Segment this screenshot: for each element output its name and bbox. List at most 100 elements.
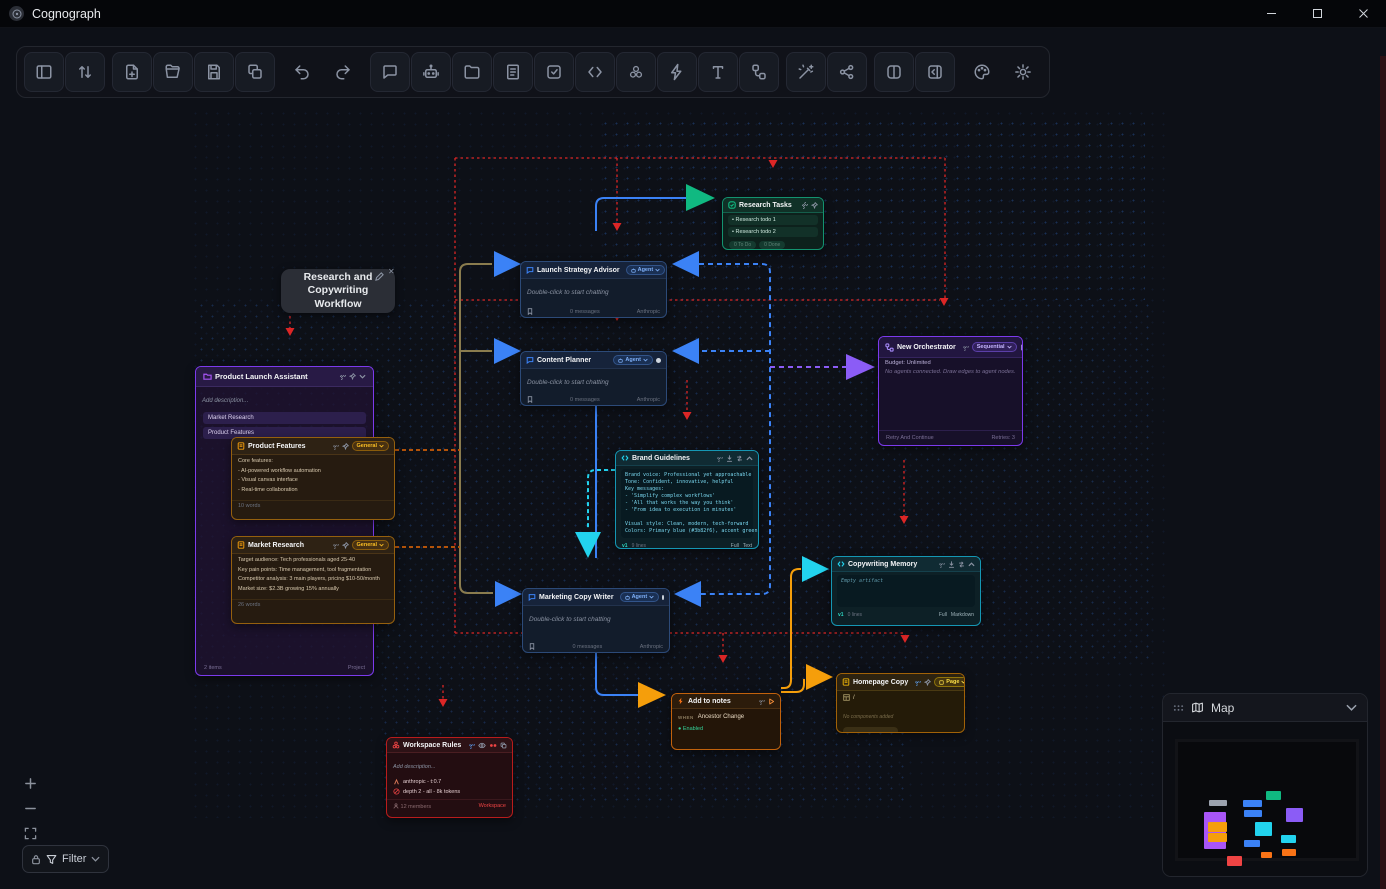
ai-assist-button[interactable] <box>785 52 826 92</box>
edge-notes-to-agents[interactable] <box>459 263 493 594</box>
link-icon[interactable] <box>716 455 723 462</box>
bookmark-icon[interactable] <box>529 643 535 650</box>
pin-icon[interactable] <box>349 373 356 380</box>
copy-icon[interactable] <box>500 742 507 749</box>
node-homepage-copy[interactable]: Homepage Copy Page / No components added… <box>836 673 965 733</box>
edge-advisor-to-tasks[interactable] <box>595 197 686 231</box>
node-brand-guidelines[interactable]: Brand Guidelines Brand voice: Profession… <box>615 450 759 549</box>
note-content[interactable]: Core features: - AI-powered workflow aut… <box>238 458 321 493</box>
node-add-to-notes[interactable]: Add to notes WHEN Ancestor Change ● Enab… <box>671 693 781 750</box>
node-research-tasks[interactable]: Research Tasks • Research todo 1 • Resea… <box>722 197 824 250</box>
sort-order-button[interactable] <box>64 52 105 92</box>
task-item[interactable]: • Research todo 1 <box>728 215 818 225</box>
duplicate-button[interactable] <box>234 52 275 92</box>
chat-prompt-area[interactable]: Double-click to start chatting <box>527 289 609 296</box>
edge-guidelines-to-writer[interactable] <box>587 469 615 530</box>
chevron-up-icon[interactable] <box>746 455 753 461</box>
bookmark-icon[interactable] <box>527 308 533 315</box>
edit-pencil-icon[interactable] <box>375 272 384 281</box>
eye-icon[interactable] <box>478 742 486 749</box>
link-icon[interactable] <box>468 742 475 749</box>
link-icon[interactable] <box>914 679 922 686</box>
add-note-node-button[interactable] <box>492 52 533 92</box>
node-product-features[interactable]: Product Features General Core features: … <box>231 437 395 520</box>
view-full-button[interactable]: Full <box>730 543 739 549</box>
diff-icon[interactable] <box>958 561 965 568</box>
add-component-button[interactable] <box>843 727 898 732</box>
add-trigger-node-button[interactable] <box>656 52 697 92</box>
download-icon[interactable] <box>726 454 733 462</box>
drag-handle-icon[interactable] <box>1173 704 1184 712</box>
run-icon[interactable] <box>1020 344 1022 351</box>
fit-view-button[interactable] <box>20 823 41 844</box>
link-icon[interactable] <box>332 542 339 549</box>
container-item[interactable]: Market Research <box>203 412 366 424</box>
note-type-badge[interactable]: General <box>351 540 389 550</box>
pin-icon[interactable] <box>811 201 818 209</box>
rule-item[interactable]: anthropic - t:0.7 <box>393 778 506 785</box>
pin-icon[interactable] <box>924 678 932 686</box>
link-icon[interactable] <box>962 344 969 351</box>
open-folder-button[interactable] <box>152 52 193 92</box>
add-folder-node-button[interactable] <box>451 52 492 92</box>
add-chat-node-button[interactable] <box>369 52 410 92</box>
theme-palette-button[interactable] <box>962 52 1002 92</box>
diff-icon[interactable] <box>736 455 743 462</box>
node-launch-strategy-advisor[interactable]: Launch Strategy Advisor Agent Double-cli… <box>520 261 667 318</box>
link-icon[interactable] <box>758 698 765 705</box>
add-text-node-button[interactable] <box>697 52 738 92</box>
collapse-panel-button[interactable] <box>914 52 955 92</box>
add-agent-node-button[interactable] <box>410 52 451 92</box>
edge-note-outputs[interactable] <box>395 449 460 548</box>
add-rules-node-button[interactable] <box>615 52 656 92</box>
save-button[interactable] <box>193 52 234 92</box>
minimize-button[interactable] <box>1248 0 1294 28</box>
agent-badge[interactable]: Agent <box>613 355 653 365</box>
format-label[interactable]: Text <box>742 543 752 549</box>
bookmark-icon[interactable] <box>527 396 533 403</box>
maximize-button[interactable] <box>1294 0 1340 28</box>
view-full-button[interactable]: Full <box>938 612 947 618</box>
page-path[interactable]: / <box>853 694 855 701</box>
trigger-condition[interactable]: Ancestor Change <box>697 714 745 720</box>
chat-prompt-area[interactable]: Double-click to start chatting <box>529 616 611 623</box>
container-item[interactable]: Product Features <box>203 427 366 439</box>
minimap-panel[interactable]: Map <box>1162 693 1368 877</box>
edge-trigger-to-memory[interactable] <box>781 568 801 689</box>
pin-icon[interactable] <box>341 541 349 549</box>
workflow-label[interactable]: Research and Copywriting Workflow <box>281 269 395 313</box>
code-content[interactable]: Empty artifact <box>837 575 975 607</box>
rules-description[interactable]: Add description... <box>393 764 436 770</box>
toggle-panel-button[interactable] <box>873 52 914 92</box>
node-market-research[interactable]: Market Research General Target audience:… <box>231 536 395 624</box>
pin-icon[interactable] <box>341 442 349 450</box>
redo-button[interactable] <box>323 52 363 92</box>
chat-prompt-area[interactable]: Double-click to start chatting <box>527 379 609 386</box>
chevron-down-icon[interactable] <box>91 856 100 862</box>
settings-button[interactable] <box>1003 52 1043 92</box>
add-code-node-button[interactable] <box>574 52 615 92</box>
node-new-orchestrator[interactable]: New Orchestrator Sequential Budget: Unli… <box>878 336 1023 446</box>
lock-icon[interactable] <box>31 854 41 865</box>
undo-button[interactable] <box>282 52 322 92</box>
edge-writer-to-trigger[interactable] <box>595 627 638 696</box>
add-orchestrator-node-button[interactable] <box>738 52 779 92</box>
code-content[interactable]: Brand voice: Professional yet approachab… <box>621 469 758 538</box>
minimap-viewport[interactable] <box>1163 722 1367 876</box>
task-item[interactable]: • Research todo 2 <box>728 227 818 237</box>
filter-button[interactable]: Filter <box>62 853 87 865</box>
share-button[interactable] <box>826 52 867 92</box>
node-marketing-copy-writer[interactable]: Marketing Copy Writer Agent Double-click… <box>522 588 670 653</box>
node-workspace-rules[interactable]: Workspace Rules Add description... anthr… <box>386 737 513 818</box>
edge-orchestrator-bus[interactable] <box>699 263 771 595</box>
add-task-node-button[interactable] <box>533 52 574 92</box>
run-icon[interactable] <box>768 698 775 705</box>
link-icon[interactable] <box>938 561 945 568</box>
container-description[interactable]: Add description... <box>202 398 249 404</box>
node-copywriting-memory[interactable]: Copywriting Memory Empty artifact v1 0 l… <box>831 556 981 626</box>
node-content-planner[interactable]: Content Planner Agent Double-click to st… <box>520 351 667 406</box>
chevron-down-icon[interactable] <box>359 374 366 379</box>
link-icon[interactable] <box>332 443 339 450</box>
close-button[interactable] <box>1340 0 1386 28</box>
label-close-icon[interactable]: ✕ <box>388 267 395 276</box>
